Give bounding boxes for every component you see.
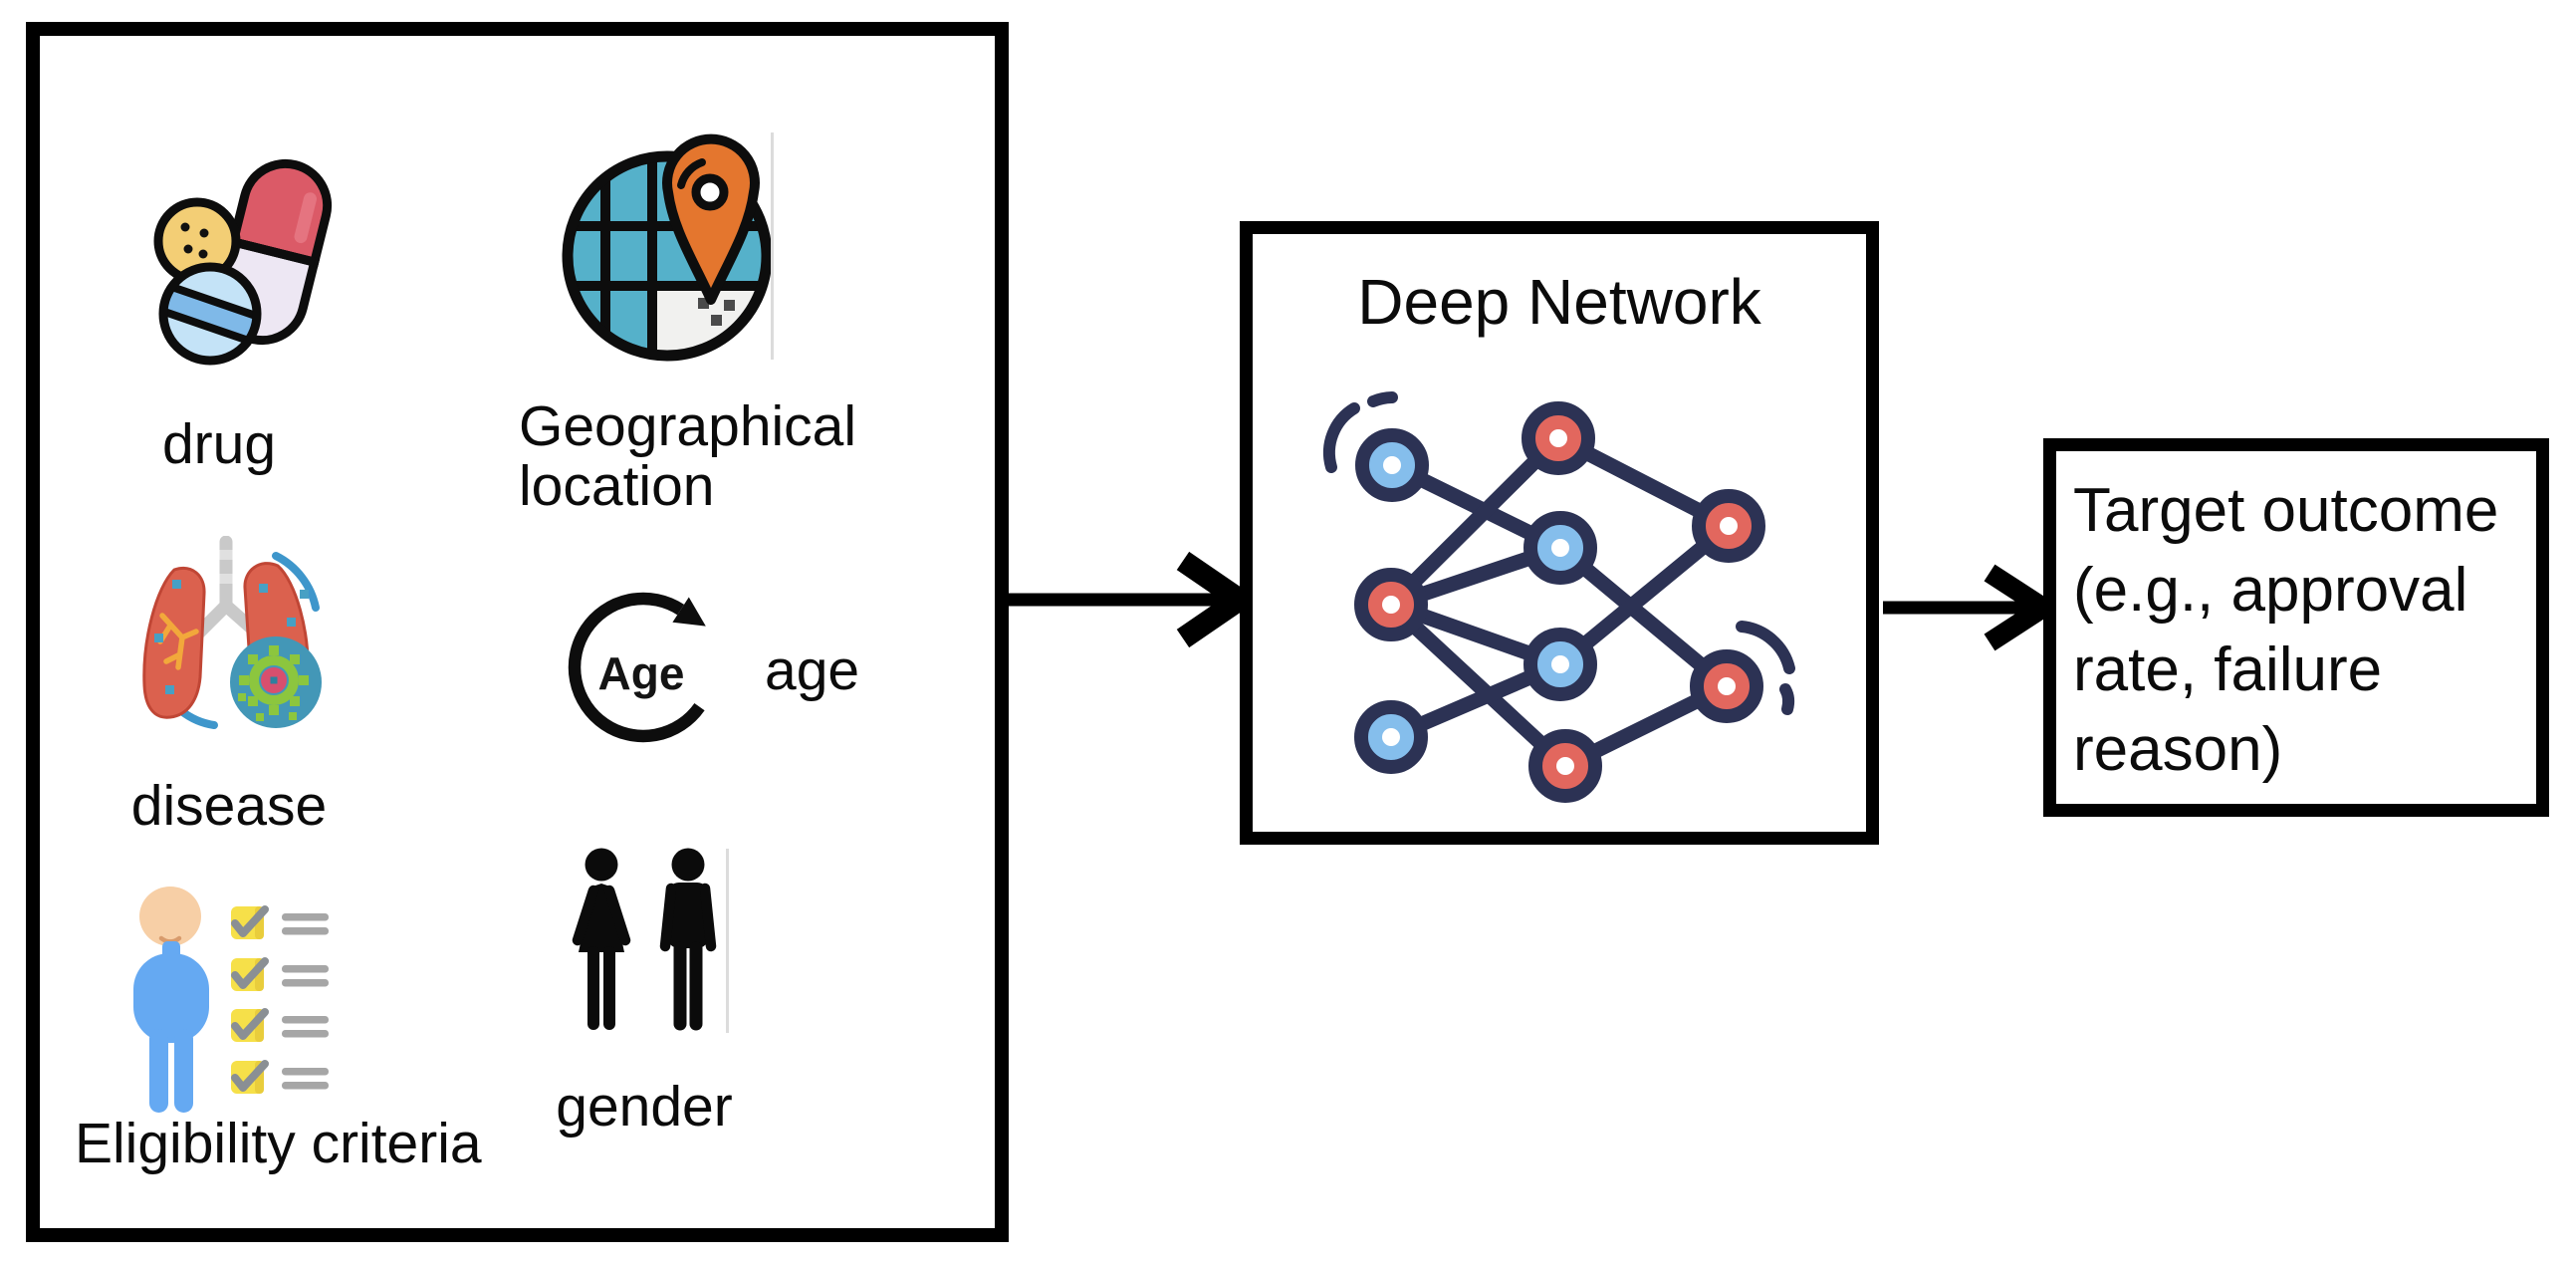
input-to-network-arrow [1009,551,1250,648]
age-cycle-icon: Age [568,592,706,743]
network-to-output-arrow [1883,564,2048,651]
globe-location-icon [562,133,773,362]
image-edge-artifact [726,849,729,1033]
drug-label: drug [161,412,277,476]
male-female-icon [572,848,717,1031]
target-outcome-box [2043,438,2549,817]
deep-network-title: Deep Network [1357,266,1761,338]
image-edge-artifact [771,132,774,360]
pills-icon [153,158,333,366]
gender-label: gender [556,1075,733,1139]
eligibility-criteria-label: Eligibility criteria [75,1112,482,1175]
geographical-location-label: Geographical location [519,394,857,518]
neural-network-icon [1322,391,1795,803]
person-checklist-icon [133,887,329,1113]
target-outcome-text: Target outcome (e.g., approval rate, fai… [2073,476,2499,784]
age-label: age [765,638,860,702]
age-icon-text: Age [598,647,685,699]
disease-label: disease [130,774,328,838]
lungs-virus-icon [142,536,322,729]
